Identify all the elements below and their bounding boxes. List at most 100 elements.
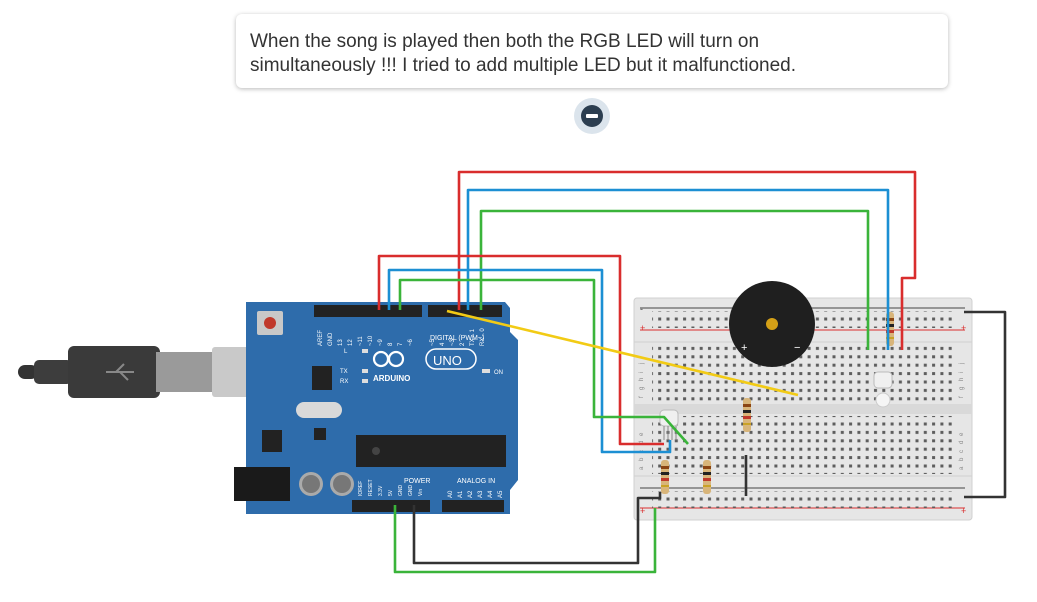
digital-pin-label: ~3: [450, 338, 456, 346]
wire-red-outer: [457, 170, 917, 350]
digital-pin-label: GND: [328, 332, 334, 346]
power-pin-label: RESET: [368, 479, 374, 496]
on-led-label: ON: [494, 370, 503, 376]
digital-pin-label: 8: [388, 342, 394, 346]
row-letter-left: b: [639, 457, 645, 461]
rgb-led-right[interactable]: [873, 371, 893, 408]
tx-led-label: TX: [340, 369, 348, 375]
wire-black-rail: [964, 310, 1007, 499]
wire-blue-outer: [466, 188, 890, 350]
analog-pin-label: A2: [468, 490, 474, 498]
digital-pin-label: TX→1: [470, 328, 476, 346]
analog-pin-label: A4: [488, 490, 494, 498]
row-letter-left: h: [639, 378, 645, 381]
power-pin-label: GND: [398, 485, 404, 497]
digital-pin-label: 7: [398, 342, 404, 346]
wire-green-outer: [479, 209, 870, 350]
annotation-line-1: When the song is played then both the RG…: [250, 31, 760, 52]
reset-button[interactable]: [264, 317, 276, 329]
resistor-right[interactable]: [886, 312, 894, 346]
annotation-callout: When the song is played then both the RG…: [236, 14, 948, 88]
row-letter-right: d: [959, 441, 965, 444]
row-letter-right: j: [959, 363, 965, 365]
digital-header-right: [428, 305, 502, 317]
row-letter-left: a: [639, 466, 645, 470]
analog-label: ANALOG IN: [457, 478, 495, 485]
row-letter-right: e: [959, 432, 965, 436]
digital-pin-label: 2: [460, 342, 466, 346]
analog-pin-label: A0: [448, 490, 454, 498]
arduino-uno-board[interactable]: ARDUINO UNO DIGITAL (PWM~) POWER ANALOG …: [234, 302, 518, 514]
digital-pin-label: ~9: [378, 338, 384, 346]
power-jack: [234, 467, 290, 501]
analog-pin-labels: A0 A1 A2 A3 A4 A5: [448, 490, 504, 498]
wire-green-5v: [393, 505, 657, 574]
arduino-model-text: UNO: [433, 353, 462, 368]
row-letter-left: g: [639, 387, 645, 390]
digital-pin-label: 4: [440, 342, 446, 346]
row-letter-right: f: [959, 396, 965, 398]
rail-plus-bottom: +: [640, 506, 645, 516]
rgb-led-left[interactable]: [659, 409, 679, 440]
buzzer-plus-label: +: [741, 342, 747, 354]
digital-pin-label: RX←0: [480, 328, 486, 346]
l-led-label: L: [344, 349, 348, 355]
row-letter-right: c: [959, 450, 965, 453]
digital-pin-label: AREF: [318, 330, 324, 346]
resistor-middle[interactable]: [703, 460, 711, 494]
row-letter-right: g: [959, 387, 965, 390]
buzzer-minus-label: −: [794, 342, 800, 354]
row-letter-right: b: [959, 457, 965, 461]
wire-green-inner: [398, 278, 689, 445]
rx-led-label: RX: [340, 379, 348, 385]
row-letter-left: i: [639, 372, 645, 373]
row-letter-left: d: [639, 441, 645, 444]
power-pin-label: 5V: [388, 489, 394, 496]
row-letter-left: j: [639, 363, 645, 365]
row-letter-right: a: [959, 466, 965, 470]
resistor-buzzer[interactable]: [743, 398, 751, 432]
usb-cable: [18, 346, 260, 398]
analog-pin-label: A5: [498, 490, 504, 498]
digital-label: DIGITAL (PWM~): [430, 335, 484, 342]
digital-pin-label: ~5: [430, 338, 436, 346]
rail-plus-bottom-right: +: [961, 506, 966, 516]
digital-pin-label: 12: [348, 339, 354, 346]
analog-pin-label: A1: [458, 490, 464, 498]
atmega-chip: [356, 435, 506, 467]
wire-yellow: [446, 309, 799, 397]
rail-minus-top: -: [640, 304, 643, 314]
row-letter-left: e: [639, 432, 645, 436]
row-letter-left: c: [639, 450, 645, 453]
digital-pin-label: ~11: [358, 336, 364, 346]
piezo-buzzer[interactable]: + −: [729, 281, 815, 367]
wires: [377, 170, 1007, 574]
wire-blue-inner: [387, 268, 672, 454]
rail-plus-top-right: +: [961, 323, 966, 333]
arduino-logo: [372, 350, 405, 368]
power-header: [352, 500, 430, 512]
digital-pin-label: 13: [338, 339, 344, 346]
row-letter-right: h: [959, 378, 965, 381]
usb-icon: [106, 363, 134, 381]
row-letter-right: i: [959, 372, 965, 373]
wire-black-gnd: [412, 492, 662, 565]
minus-icon: [581, 105, 603, 127]
collapse-annotation-button[interactable]: [574, 98, 610, 134]
power-pin-label: GND: [408, 485, 414, 497]
digital-pin-label: ~6: [408, 338, 414, 346]
rail-plus-top: +: [640, 323, 645, 333]
digital-pin-label: ~10: [368, 335, 374, 346]
annotation-text: When the song is played then both the RG…: [250, 30, 934, 78]
digital-header-left: [314, 305, 422, 317]
wire-red-inner: [377, 254, 664, 446]
power-pin-label: Vin: [418, 489, 424, 496]
analog-pin-label: A3: [478, 490, 484, 498]
analog-header: [442, 500, 504, 512]
resistor-left[interactable]: [661, 460, 669, 494]
